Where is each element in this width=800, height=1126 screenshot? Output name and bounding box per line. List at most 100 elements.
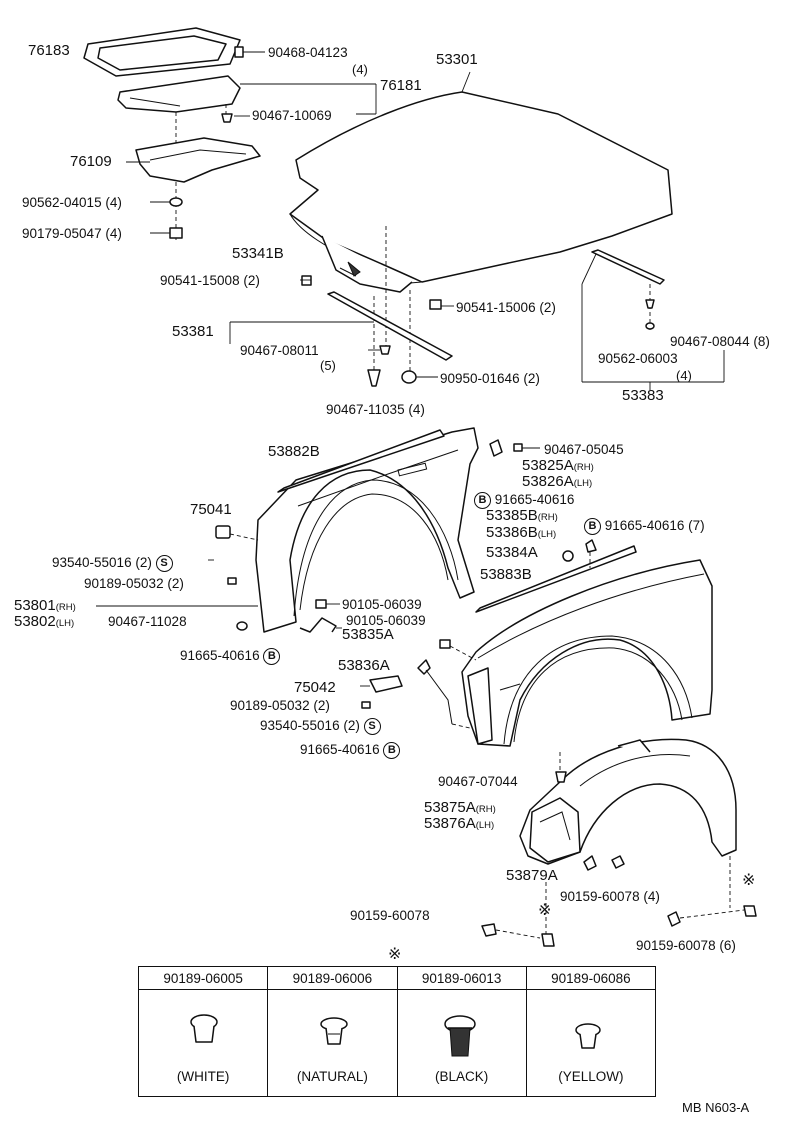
clip-cell-natural: (NATURAL) [267,989,398,1097]
label-91665-40616-a: B 91665-40616 [474,492,574,509]
label-76183: 76183 [28,42,70,59]
label-90105-06039-b: 90105-06039 [346,613,426,628]
fender-right [461,559,713,747]
clip-90950 [401,370,438,384]
reference-mark: ※ [742,872,756,889]
liner-clip-d [729,856,757,917]
label-53385B: 53385B(RH) [486,508,558,525]
clip-color-label: (BLACK) [434,1069,489,1084]
label-53876A: 53876A(LH) [424,816,494,833]
nut-90179 [150,227,183,239]
bolt-symbol: B [584,518,601,535]
label-90467-05045: 90467-05045 [544,442,624,457]
label-90950-01646: 90950-01646 (2) [440,371,540,386]
clip-color-label: (YELLOW) [558,1069,624,1084]
screw-symbol: S [363,718,381,735]
label-53825A: 53825A(RH) [522,458,594,475]
label-53802-lh: (LH) [55,618,75,629]
hood-bumper-right [429,299,442,310]
screw-90189-b [361,701,371,709]
label-90159-60078: 90159-60078 [350,908,430,923]
label-53386B-num: 53386B [486,524,538,541]
clip-90467-11035 [367,369,381,387]
label-90179-05047: 90179-05047 (4) [22,226,122,241]
label-53386B-lh: (LH) [537,529,557,540]
hood-bumper-left [301,275,312,286]
label-53875A-rh: (RH) [475,804,496,815]
liner-clip-c [541,882,555,947]
label-90467-10069: 90467-10069 [252,108,332,123]
label-53802: 53802(LH) [14,614,74,631]
label-53384A: 53384A [486,544,538,561]
label-90467-11028: 90467-11028 [108,614,187,629]
screw-90467-10069 [221,113,250,123]
label-76109: 76109 [70,153,112,170]
hood-scoop [117,75,377,115]
label-53876A-lh: (LH) [475,820,495,831]
label-90467-08044: 90467-08044 (8) [670,334,770,349]
label-53825A-rh: (RH) [573,462,594,473]
label-90467-08011-qty: (5) [320,358,336,373]
label-53825A-num: 53825A [522,457,574,474]
label-90562-04015: 90562-04015 (4) [22,195,122,210]
label-53876A-num: 53876A [424,815,476,832]
label-53801: 53801(RH) [14,598,76,615]
reference-mark: ※ [538,902,552,919]
label-53301: 53301 [436,51,478,68]
label-53836A: 53836A [338,657,390,674]
label-53801-num: 53801 [14,597,56,614]
emblem-75041 [215,525,259,541]
hood-panel [289,71,673,293]
bolt-90105-b [439,639,477,661]
liner-clip-53879A [583,855,597,871]
label-90562-06003: 90562-06003 [598,351,678,366]
label-76181: 76181 [380,77,422,94]
emblem-75042 [360,675,403,693]
label-93540-55016-b-num: 93540-55016 (2) [260,718,360,734]
label-53383: 53383 [622,387,664,404]
label-90467-08011: 90467-08011 [240,343,319,358]
label-90159-60078-4: 90159-60078 (4) [560,889,660,904]
label-90468-04123: 90468-04123 [268,45,348,60]
screw-symbol: S [155,555,173,572]
washer-90562 [150,197,183,207]
fender-liner [519,738,737,865]
liner-screw-b [481,923,541,939]
label-91665-40616-a-num: 91665-40616 [494,492,575,508]
scoop-duct [126,137,261,183]
clip-cell-white: (WHITE) [137,989,269,1097]
label-90468-04123-qty: (4) [352,62,368,77]
label-93540-55016-a-num: 93540-55016 (2) [52,555,152,571]
label-93540-55016-a: 93540-55016 (2) S [52,555,173,572]
clip-53384A [562,550,574,562]
clip-color-label: (WHITE) [176,1069,230,1084]
mud-guard-left [299,617,342,633]
liner-screw-a [611,855,625,869]
label-53875A-num: 53875A [424,799,476,816]
clip-part-number: 90189-06006 [267,966,398,990]
clip-part-number: 90189-06005 [137,966,269,990]
label-53879A: 53879A [506,867,558,884]
label-75042: 75042 [294,679,336,696]
clip-table-body-row: (WHITE) (NATURAL) (BLACK) (YELLOW) [137,989,657,1097]
label-91665-40616-b: 91665-40616 B [180,648,281,665]
nut-90467-11028 [236,621,248,631]
bolt-90105-a [315,599,340,609]
label-90467-11035: 90467-11035 (4) [326,402,425,417]
clip-table-header-row: 90189-06005 90189-06006 90189-06013 9018… [137,966,657,990]
clip-cell-black: (BLACK) [396,989,527,1097]
label-53341B: 53341B [232,245,284,262]
fender-top-seal-left [277,429,445,493]
label-90105-06039-a: 90105-06039 [342,597,422,612]
label-53826A-num: 53826A [522,473,574,490]
label-53385B-num: 53385B [486,507,538,524]
label-53883B: 53883B [480,566,532,583]
label-53826A-lh: (LH) [573,478,593,489]
label-53835A: 53835A [342,626,394,643]
label-75041: 75041 [190,501,232,518]
clip-part-number: 90189-06086 [525,966,657,990]
screw-90467-08011 [368,345,391,355]
bolt-symbol: B [383,742,401,759]
label-90189-05032-a: 90189-05032 (2) [84,576,184,591]
clip-53385B [585,539,597,568]
